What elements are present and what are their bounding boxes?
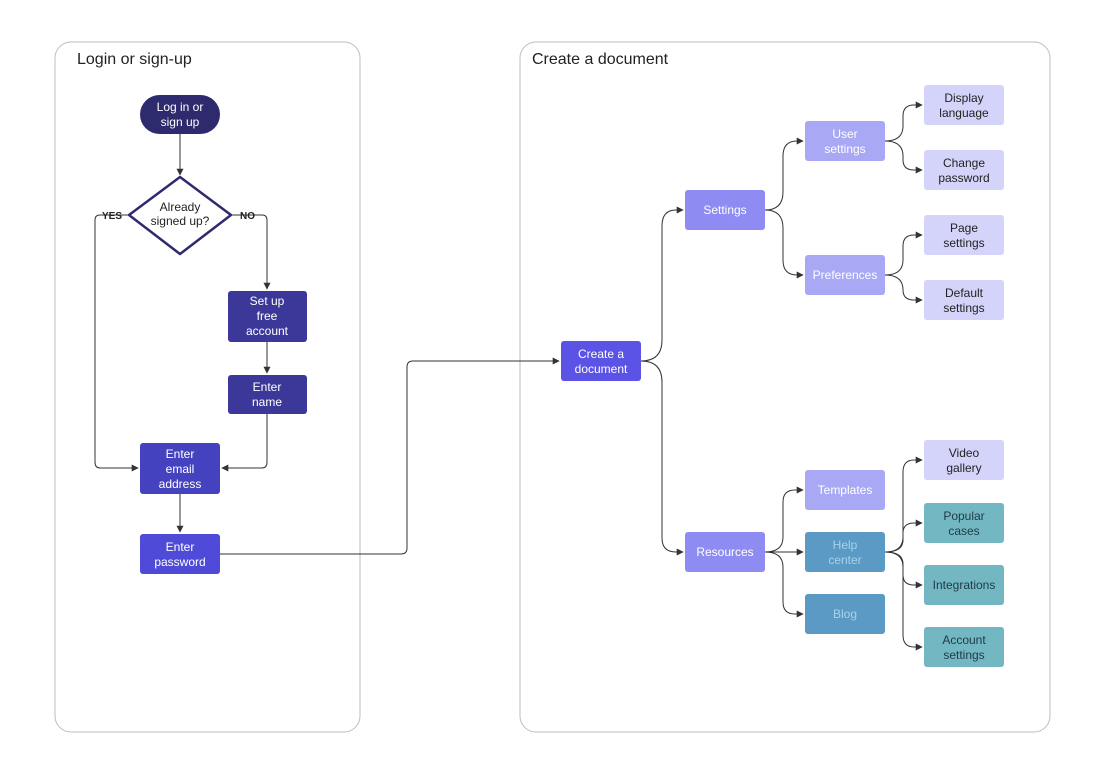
node-video-gallery-line1: Video bbox=[949, 446, 980, 460]
node-enter-email-line3: address bbox=[159, 477, 202, 491]
edge-help-to-popular bbox=[884, 519, 923, 553]
node-setup-account[interactable]: Set up free account bbox=[228, 291, 307, 342]
edge-decision-no bbox=[231, 214, 271, 290]
node-integrations-line1: Integrations bbox=[933, 578, 996, 592]
node-user-settings-line1: User bbox=[832, 127, 857, 141]
node-blog[interactable]: Blog bbox=[805, 594, 885, 634]
node-enter-email[interactable]: Enter email address bbox=[140, 443, 220, 494]
node-enter-email-line2: email bbox=[166, 462, 195, 476]
node-enter-password-line1: Enter bbox=[166, 540, 195, 554]
node-integrations[interactable]: Integrations bbox=[924, 565, 1004, 605]
node-help-center-line2: center bbox=[828, 553, 861, 567]
node-popular-cases-line1: Popular bbox=[943, 509, 984, 523]
panel-create bbox=[519, 41, 1051, 733]
edge-decision-yes bbox=[94, 214, 139, 472]
node-already-signed-up-line2: signed up? bbox=[151, 214, 210, 228]
node-preferences[interactable]: Preferences bbox=[805, 255, 885, 295]
node-settings-line1: Settings bbox=[703, 203, 746, 217]
node-video-gallery-line2: gallery bbox=[946, 461, 981, 475]
node-page-settings-line1: Page bbox=[950, 221, 978, 235]
node-settings[interactable]: Settings bbox=[685, 190, 765, 230]
node-account-settings-line1: Account bbox=[942, 633, 986, 647]
node-default-settings[interactable]: Default settings bbox=[924, 280, 1004, 320]
connectors-login bbox=[94, 134, 560, 555]
edge-user-to-display bbox=[884, 101, 923, 142]
panel-login bbox=[54, 41, 361, 733]
edge-user-to-password bbox=[884, 140, 923, 174]
edge-settings-to-user bbox=[764, 137, 804, 211]
edge-help-to-account bbox=[884, 551, 923, 651]
node-change-password-line2: password bbox=[938, 171, 989, 185]
node-create-document-line1: Create a bbox=[578, 347, 624, 361]
node-resources-line1: Resources bbox=[696, 545, 753, 559]
connectors-create bbox=[640, 101, 923, 651]
node-enter-password[interactable]: Enter password bbox=[140, 534, 220, 574]
node-enter-name-line2: name bbox=[252, 395, 282, 409]
node-default-settings-line2: settings bbox=[943, 301, 984, 315]
node-create-document-line2: document bbox=[575, 362, 628, 376]
edge-name-to-email bbox=[221, 414, 268, 472]
node-setup-account-line3: account bbox=[246, 324, 289, 338]
edge-label-no: NO bbox=[240, 211, 255, 222]
node-display-language-line2: language bbox=[939, 106, 989, 120]
node-account-settings[interactable]: Account settings bbox=[924, 627, 1004, 667]
node-default-settings-line1: Default bbox=[945, 286, 984, 300]
node-change-password[interactable]: Change password bbox=[924, 150, 1004, 190]
node-page-settings[interactable]: Page settings bbox=[924, 215, 1004, 255]
edge-password-to-create bbox=[220, 357, 560, 555]
node-create-document[interactable]: Create a document bbox=[561, 341, 641, 381]
node-login-start-line2: sign up bbox=[161, 115, 200, 129]
node-display-language-line1: Display bbox=[944, 91, 983, 105]
node-help-center-line1: Help bbox=[833, 538, 858, 552]
node-templates[interactable]: Templates bbox=[805, 470, 885, 510]
node-already-signed-up[interactable]: Already signed up? bbox=[127, 175, 233, 256]
edge-resources-to-templates bbox=[764, 486, 804, 553]
node-help-center[interactable]: Help center bbox=[805, 532, 885, 572]
node-display-language[interactable]: Display language bbox=[924, 85, 1004, 125]
node-resources[interactable]: Resources bbox=[685, 532, 765, 572]
node-popular-cases-line2: cases bbox=[948, 524, 979, 538]
node-login-start[interactable]: Log in or sign up bbox=[140, 95, 220, 134]
node-user-settings-line2: settings bbox=[824, 142, 865, 156]
node-setup-account-line2: free bbox=[257, 309, 278, 323]
node-video-gallery[interactable]: Video gallery bbox=[924, 440, 1004, 480]
node-page-settings-line2: settings bbox=[943, 236, 984, 250]
node-blog-line1: Blog bbox=[833, 607, 857, 621]
node-templates-line1: Templates bbox=[818, 483, 873, 497]
node-enter-email-line1: Enter bbox=[166, 447, 195, 461]
node-change-password-line1: Change bbox=[943, 156, 985, 170]
edge-label-yes: YES bbox=[102, 211, 122, 222]
node-login-start-line1: Log in or bbox=[157, 100, 204, 114]
edge-settings-to-preferences bbox=[764, 209, 804, 279]
node-preferences-line1: Preferences bbox=[813, 268, 878, 282]
node-enter-password-line2: password bbox=[154, 555, 205, 569]
node-setup-account-line1: Set up bbox=[250, 294, 285, 308]
panel-create-title: Create a document bbox=[532, 51, 669, 68]
panel-login-title: Login or sign-up bbox=[77, 51, 192, 68]
node-user-settings[interactable]: User settings bbox=[805, 121, 885, 161]
node-enter-name[interactable]: Enter name bbox=[228, 375, 307, 414]
edge-create-to-settings bbox=[640, 206, 684, 362]
node-enter-name-line1: Enter bbox=[253, 380, 282, 394]
node-account-settings-line2: settings bbox=[943, 648, 984, 662]
node-already-signed-up-line1: Already bbox=[160, 200, 201, 214]
edge-resources-to-blog bbox=[764, 551, 804, 618]
edge-pref-to-default bbox=[884, 274, 923, 304]
edge-pref-to-page bbox=[884, 231, 923, 276]
edge-create-to-resources bbox=[640, 360, 684, 556]
node-popular-cases[interactable]: Popular cases bbox=[924, 503, 1004, 543]
